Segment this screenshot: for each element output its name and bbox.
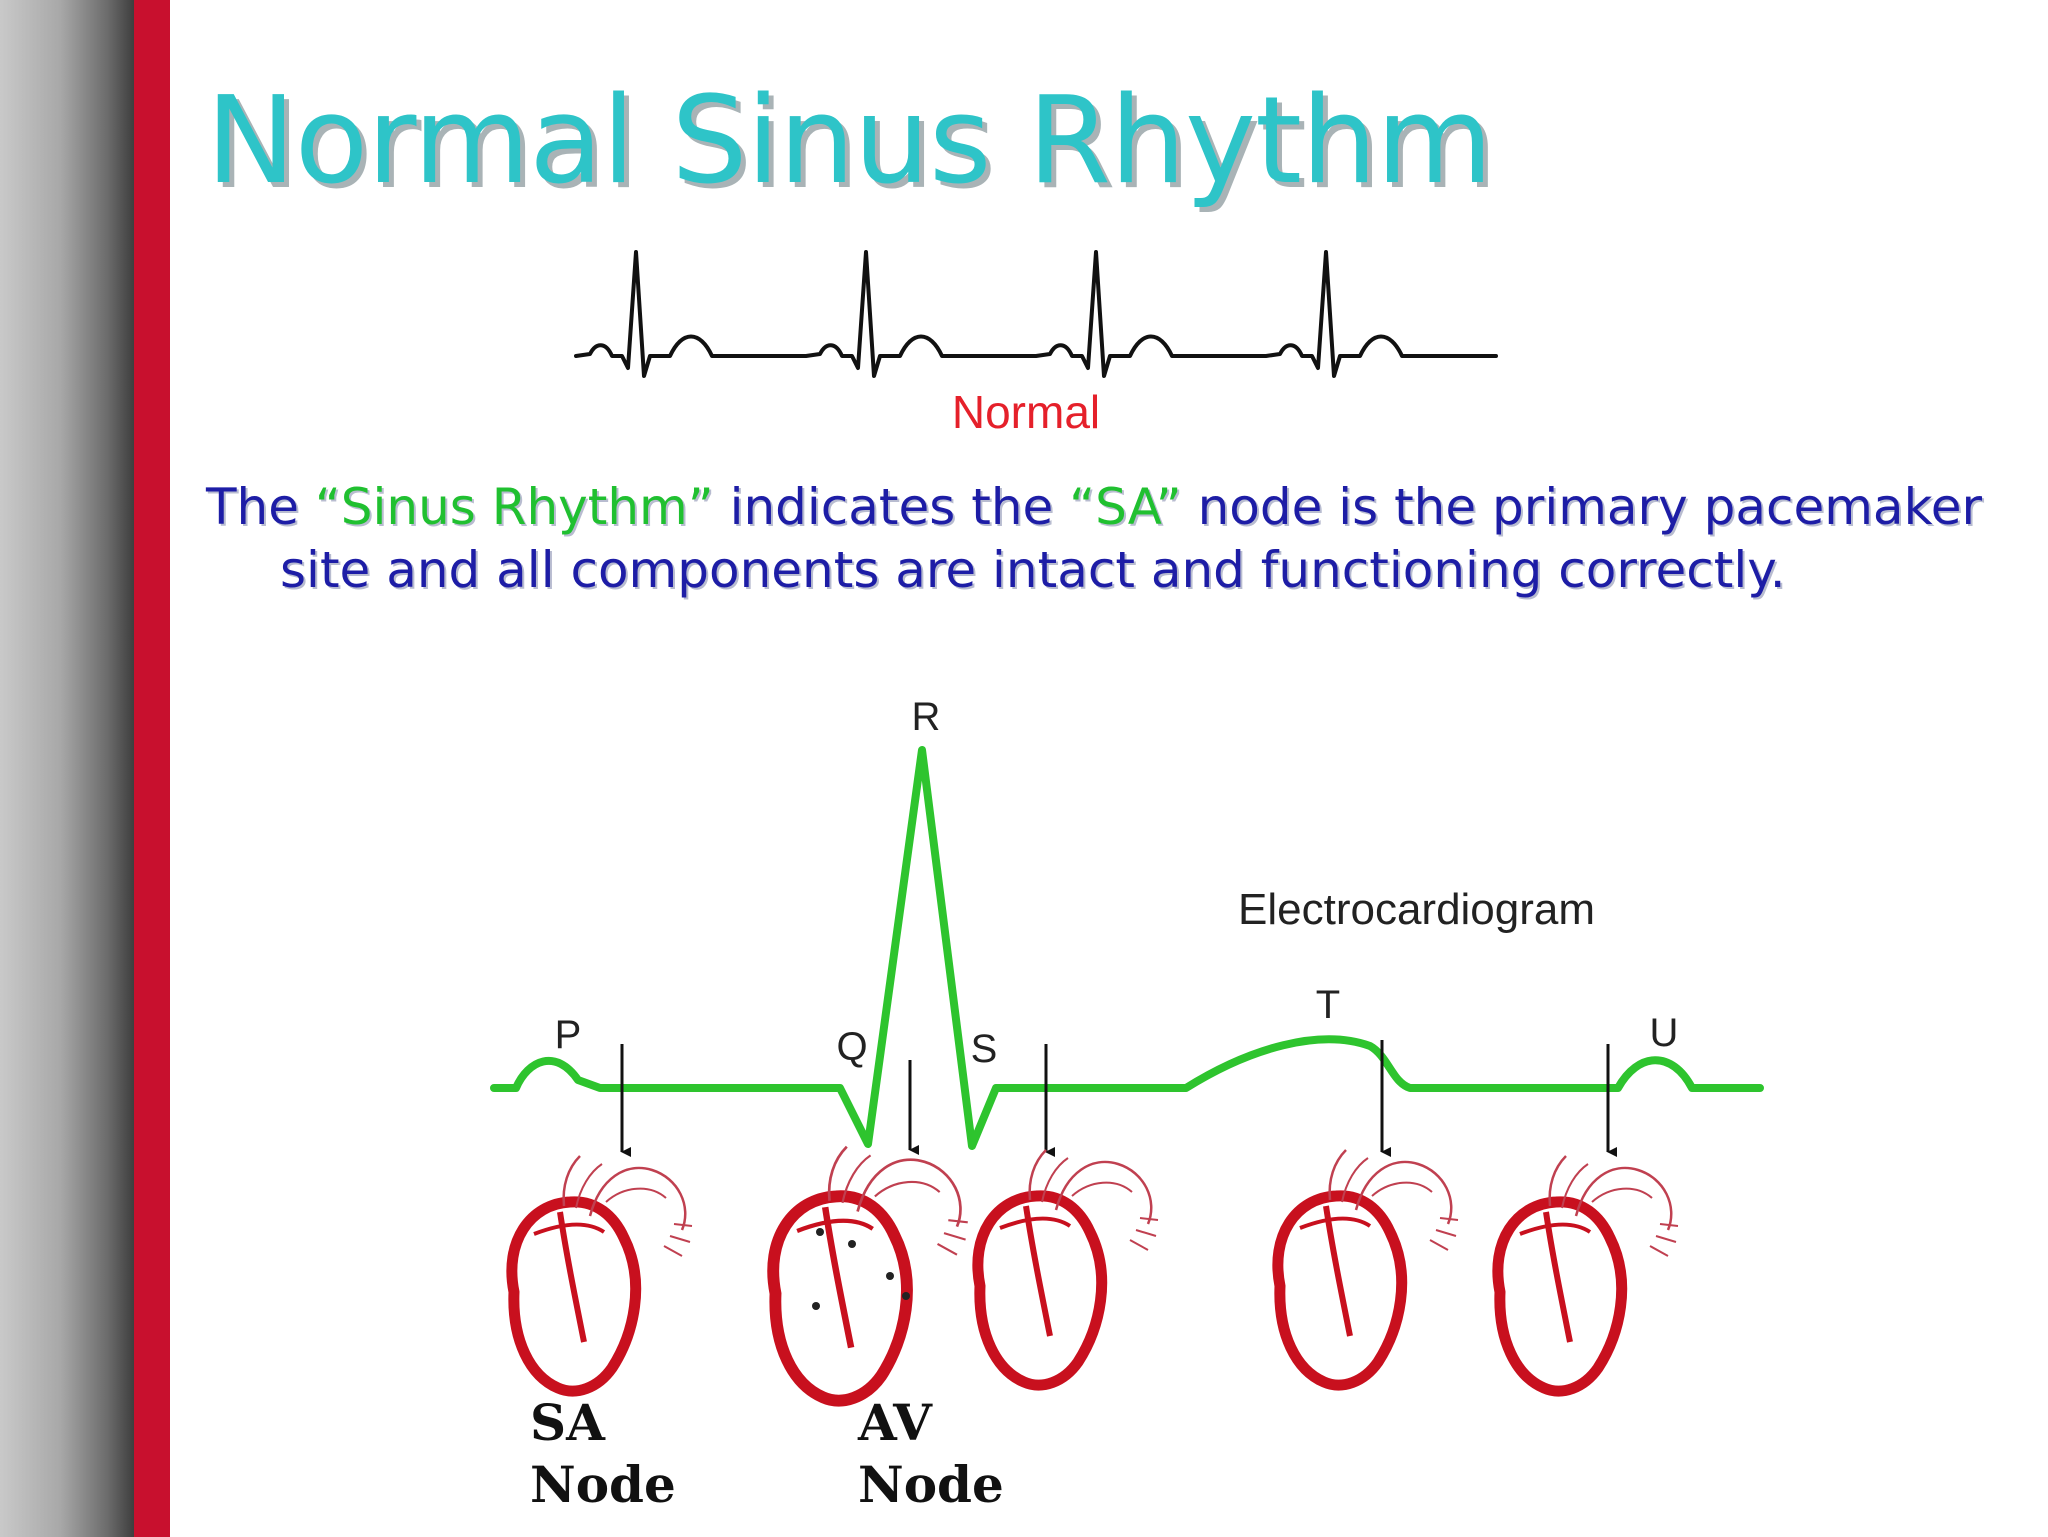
body-text-part-2: indicates the [713,478,1070,536]
heart-icon-3 [978,1150,1158,1385]
left-edge-gradient [0,0,134,1537]
wave-label-u: U [1650,1011,1679,1055]
wave-label-s: S [971,1027,998,1071]
wave-label-t: T [1316,983,1340,1027]
heart-icon-5 [1498,1156,1678,1391]
heart-icon-2 [773,1147,968,1401]
heart-2-conduction-dots [812,1228,910,1310]
body-paragraph: The “Sinus Rhythm” indicates the “SA” no… [206,476,2000,602]
av-node-label-line-2: Node [858,1455,1004,1514]
body-text-part-1: The [206,478,315,536]
wave-label-r: R [912,695,941,739]
sa-node-label-line-2: Node [530,1455,676,1514]
body-text-part-3: node is the primary pacemaker site and a… [280,478,1983,599]
ecg-diagram-title: Electrocardiogram [1238,885,1595,934]
wave-label-q: Q [836,1025,867,1069]
rhythm-strip-trace [574,250,1498,378]
heart-icon-1 [512,1156,692,1391]
slide-title: Normal Sinus Rhythm [206,72,1493,211]
normal-rhythm-strip: Normal [574,250,1498,438]
left-red-stripe [134,0,170,1537]
wave-label-p: P [555,1013,582,1057]
body-highlight-sinus-rhythm: “Sinus Rhythm” [314,478,714,536]
heart-icon-4 [1278,1150,1458,1385]
sa-node-label: SA Node [530,1392,676,1516]
av-node-label: AV Node [858,1392,1004,1516]
sa-node-label-line-1: SA [530,1393,605,1452]
av-node-label-line-1: AV [858,1393,932,1452]
rhythm-strip-caption: Normal [952,386,1100,438]
ecg-wave-trace [490,746,1764,1150]
body-highlight-sa: “SA” [1069,478,1182,536]
